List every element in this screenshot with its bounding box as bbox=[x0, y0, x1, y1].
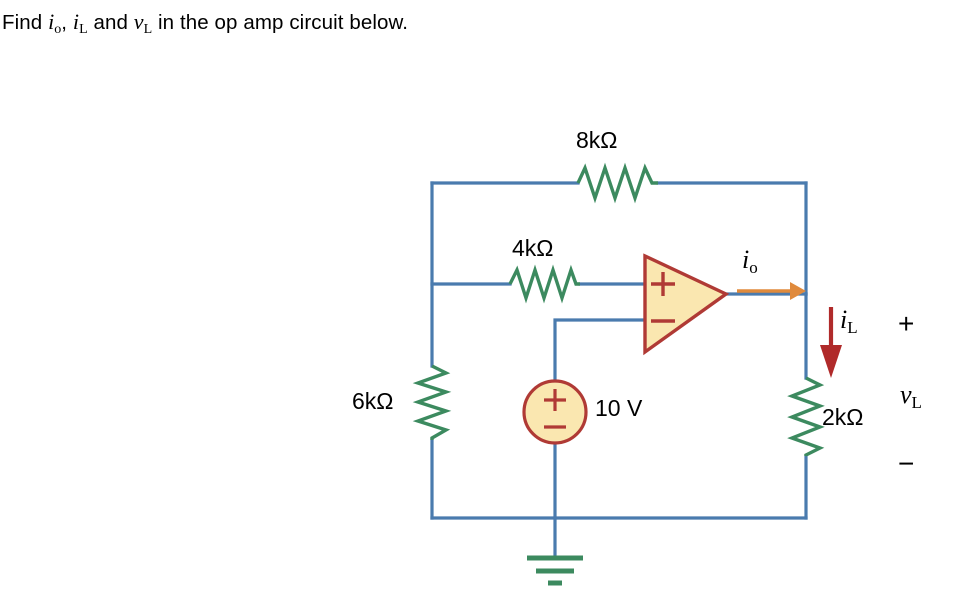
resistor-4k-symbol bbox=[508, 264, 580, 304]
subscript-o: o bbox=[54, 22, 62, 37]
variable-io: io bbox=[48, 9, 62, 37]
question-suffix: in the op amp circuit below. bbox=[152, 11, 409, 34]
wire-group bbox=[430, 181, 808, 558]
label-resistor-2k: 2kΩ bbox=[822, 404, 864, 430]
resistor-group bbox=[412, 162, 825, 457]
current-arrow-iL bbox=[820, 307, 842, 378]
label-voltage-vL: vL bbox=[900, 380, 922, 412]
resistor-6k-symbol bbox=[412, 364, 452, 440]
subscript-L: L bbox=[79, 22, 88, 37]
current-arrow-io bbox=[737, 282, 806, 300]
question-prefix: Find bbox=[2, 11, 49, 34]
voltage-source[interactable] bbox=[522, 379, 588, 445]
question-sep1: , bbox=[61, 11, 73, 34]
label-current-io: io bbox=[742, 245, 758, 277]
label-polarity-minus: − bbox=[898, 448, 915, 479]
label-resistor-6k: 6kΩ bbox=[352, 388, 394, 414]
subscript-io: o bbox=[749, 258, 758, 277]
variable-vL: vL bbox=[133, 9, 153, 37]
label-current-iL: iL bbox=[840, 305, 858, 337]
question-sep2: and bbox=[87, 11, 134, 34]
subscript-L2: L bbox=[143, 22, 153, 37]
label-polarity-plus: + bbox=[898, 308, 915, 339]
voltage-source-plus bbox=[544, 389, 566, 411]
label-voltage-source: 10 V bbox=[595, 395, 643, 421]
page-title: Find io, iL and vL in the op amp circuit… bbox=[2, 8, 408, 40]
op-amp-body[interactable] bbox=[643, 253, 730, 356]
subscript-vL: L bbox=[911, 393, 922, 412]
resistor-2k-symbol bbox=[787, 376, 825, 457]
op-amp-plus-terminal bbox=[651, 272, 675, 296]
label-resistor-8k: 8kΩ bbox=[576, 127, 618, 153]
resistor-8k-symbol bbox=[576, 162, 658, 204]
wire-minus-input bbox=[553, 318, 647, 383]
variable-iL: iL bbox=[72, 9, 88, 37]
op-amp[interactable] bbox=[643, 253, 730, 356]
ground-icon bbox=[527, 555, 583, 586]
voltage-source-body[interactable] bbox=[522, 379, 588, 445]
label-resistor-4k: 4kΩ bbox=[512, 235, 554, 261]
subscript-iL: L bbox=[847, 318, 858, 337]
